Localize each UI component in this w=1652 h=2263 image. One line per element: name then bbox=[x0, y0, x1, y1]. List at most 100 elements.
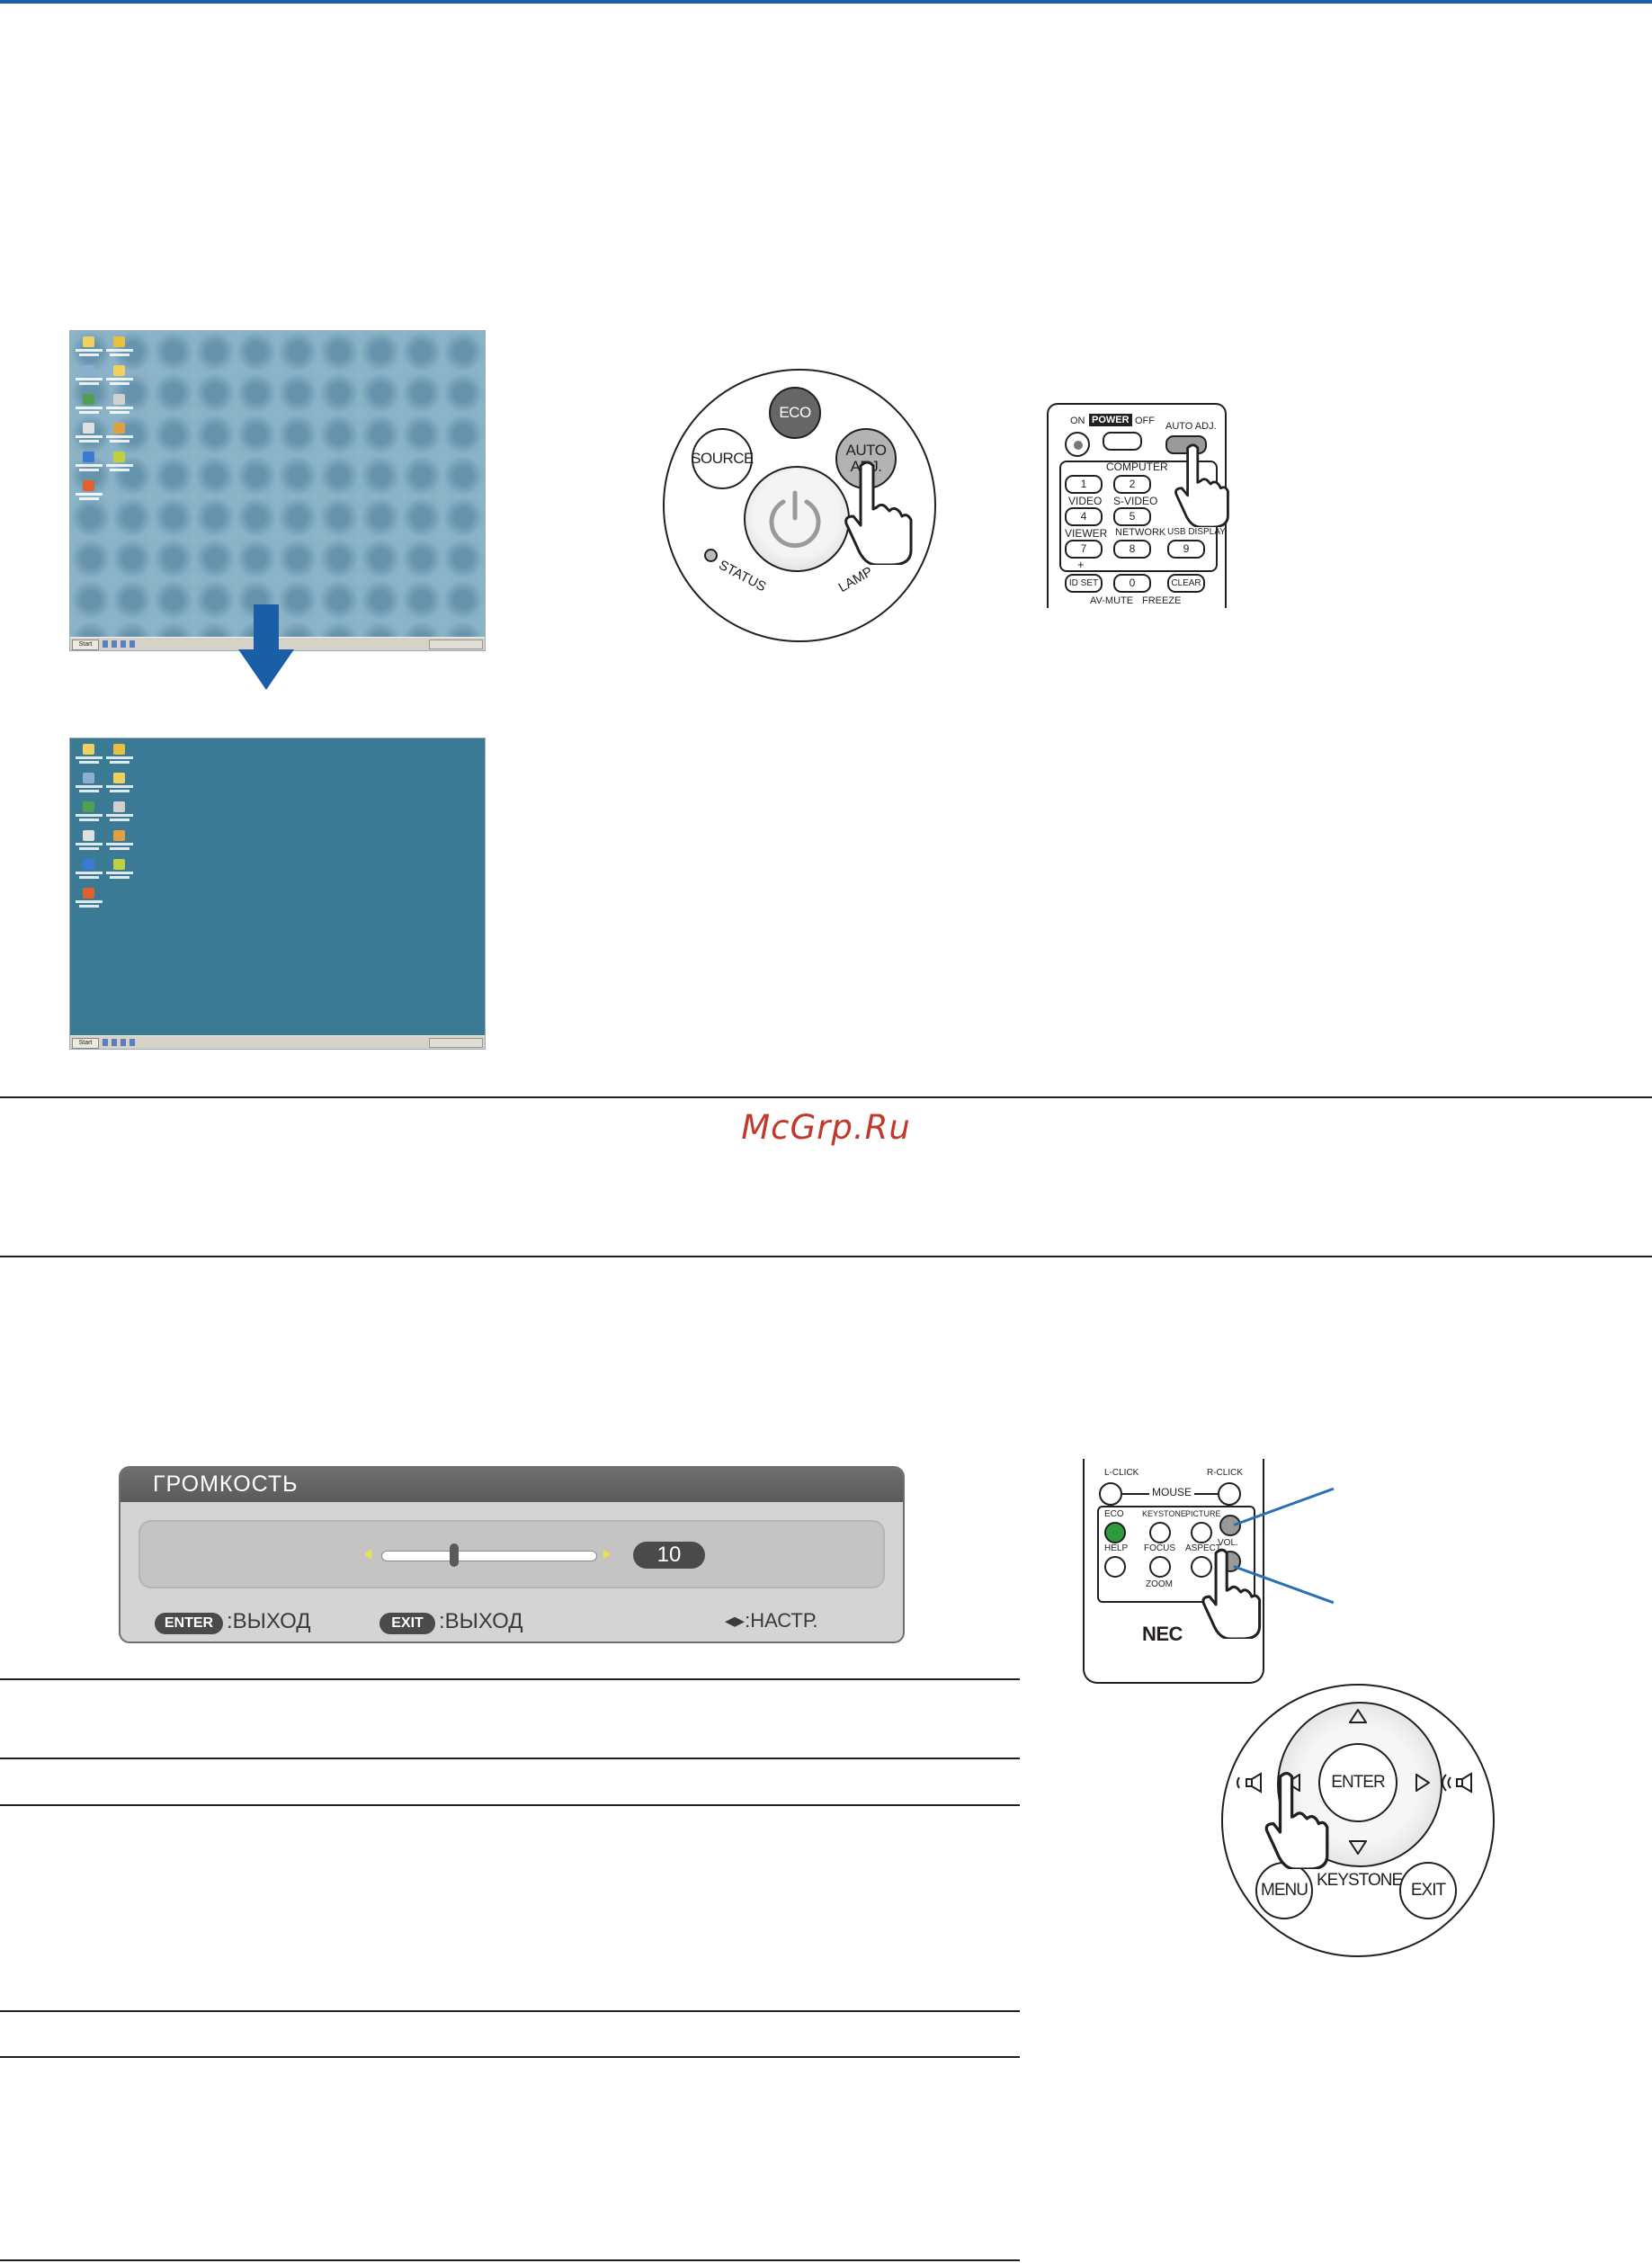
viewer-label: VIEWER bbox=[1065, 527, 1108, 540]
help-label: HELP bbox=[1104, 1543, 1129, 1553]
auto-adj-label: AUTO ADJ. bbox=[1165, 421, 1217, 432]
volume-slider[interactable] bbox=[381, 1543, 597, 1567]
help-remote-button[interactable] bbox=[1104, 1556, 1126, 1578]
source-button[interactable]: SOURCE bbox=[691, 428, 754, 489]
power-icon bbox=[769, 490, 821, 548]
key-4[interactable]: 4 bbox=[1065, 507, 1103, 526]
keystone-label: KEYSTONE bbox=[1317, 1871, 1403, 1890]
enter-button[interactable]: ENTER bbox=[1318, 1743, 1398, 1822]
table-rule bbox=[0, 1804, 1020, 1806]
network-label: NETWORK bbox=[1115, 527, 1166, 538]
section-divider bbox=[0, 1096, 1652, 1098]
desktop-icon bbox=[76, 771, 103, 798]
desktop-icon bbox=[106, 800, 133, 827]
table-rule bbox=[0, 1678, 1020, 1680]
osd-header: ГРОМКОСТЬ bbox=[121, 1468, 903, 1502]
projector-direction-pad: ENTER MENU KEYSTONE EXIT bbox=[1221, 1684, 1495, 1957]
osd-slider-area: 10 bbox=[138, 1520, 885, 1588]
desktop-icon bbox=[106, 421, 133, 448]
power-button[interactable] bbox=[744, 466, 850, 572]
focus-label: FOCUS bbox=[1144, 1543, 1175, 1553]
picture-label: PICTURE bbox=[1185, 1509, 1221, 1518]
on-label: ON bbox=[1070, 416, 1085, 426]
slider-knob[interactable] bbox=[450, 1543, 459, 1567]
volume-up-icon bbox=[1442, 1772, 1472, 1793]
desktop-screenshot-after: Start bbox=[69, 738, 486, 1050]
system-tray bbox=[429, 1038, 483, 1048]
desktop-icon bbox=[76, 335, 103, 362]
keystone-remote-button[interactable] bbox=[1149, 1522, 1171, 1543]
desktop-icon bbox=[76, 363, 103, 390]
desktop-icon bbox=[106, 450, 133, 477]
key-0[interactable]: 0 bbox=[1113, 574, 1151, 593]
section-divider bbox=[0, 1256, 1652, 1257]
remote-control-top: ON POWER OFF AUTO ADJ. COMPUTER 1 2 VIDE… bbox=[1047, 403, 1229, 608]
desktop-icon bbox=[106, 363, 133, 390]
key-8[interactable]: 8 bbox=[1113, 540, 1151, 559]
clear-button[interactable]: CLEAR bbox=[1167, 574, 1205, 593]
freeze-label: FREEZE bbox=[1142, 595, 1182, 606]
key-9[interactable]: 9 bbox=[1167, 540, 1205, 559]
desktop-icon bbox=[76, 857, 103, 884]
aspect-label: ASPECT bbox=[1185, 1543, 1222, 1553]
down-arrow-icon bbox=[238, 604, 294, 690]
enter-key-badge: ENTER bbox=[155, 1613, 223, 1634]
power-off-button[interactable] bbox=[1103, 432, 1142, 451]
desktop-screenshot-before: Start bbox=[69, 330, 486, 651]
desktop-icon bbox=[76, 392, 103, 419]
computer-label: COMPUTER bbox=[1106, 461, 1168, 473]
lamp-label: LAMP bbox=[835, 563, 876, 596]
right-triangle-icon bbox=[1415, 1774, 1430, 1792]
projector-control-panel: ECO SOURCE AUTO ADJ. STATUS LAMP bbox=[663, 369, 936, 642]
eco-remote-button[interactable] bbox=[1104, 1522, 1126, 1543]
quick-launch bbox=[103, 640, 138, 648]
video-label: VIDEO bbox=[1068, 495, 1103, 507]
focus-zoom-button[interactable] bbox=[1149, 1556, 1171, 1578]
table-rule bbox=[0, 2259, 1020, 2261]
brand-logo: NEC bbox=[1142, 1623, 1183, 1645]
taskbar: Start bbox=[70, 1035, 485, 1049]
desktop-icon bbox=[76, 479, 103, 505]
r-click-button[interactable] bbox=[1218, 1482, 1241, 1506]
osd-title: ГРОМКОСТЬ bbox=[153, 1471, 299, 1497]
desktop-icon bbox=[106, 392, 133, 419]
adjust-action-label: ◂▸:НАСТР. bbox=[725, 1609, 818, 1632]
remote-control-bottom: L-CLICK R-CLICK MOUSE ECO KEYSTONE PICTU… bbox=[1083, 1459, 1264, 1684]
exit-button[interactable]: EXIT bbox=[1399, 1862, 1457, 1919]
desktop-icon bbox=[106, 742, 133, 769]
desktop-icon bbox=[106, 828, 133, 855]
aspect-remote-button[interactable] bbox=[1191, 1556, 1212, 1578]
id-set-button[interactable]: ID SET bbox=[1065, 574, 1103, 593]
l-click-button[interactable] bbox=[1099, 1482, 1122, 1506]
start-button: Start bbox=[72, 1038, 99, 1049]
off-label: OFF bbox=[1135, 416, 1155, 426]
av-mute-label: AV-MUTE bbox=[1090, 595, 1134, 606]
menu-button[interactable]: MENU bbox=[1255, 1862, 1313, 1919]
desktop-icon bbox=[76, 450, 103, 477]
mouse-label: MOUSE bbox=[1149, 1486, 1195, 1498]
s-video-label: S-VIDEO bbox=[1113, 495, 1158, 507]
keystone-label: KEYSTONE bbox=[1142, 1509, 1186, 1518]
volume-up-button[interactable] bbox=[1219, 1515, 1241, 1536]
desktop-icon bbox=[76, 742, 103, 769]
enter-action-label: :ВЫХОД bbox=[227, 1609, 311, 1633]
eco-button[interactable]: ECO bbox=[769, 387, 821, 439]
picture-remote-button[interactable] bbox=[1191, 1522, 1212, 1543]
exit-action-label: :ВЫХОД bbox=[439, 1609, 523, 1633]
exit-key-badge: EXIT bbox=[380, 1613, 435, 1634]
quick-launch bbox=[103, 1039, 138, 1046]
desktop-icon bbox=[76, 421, 103, 448]
key-7[interactable]: 7 bbox=[1065, 540, 1103, 559]
top-blue-rule bbox=[0, 0, 1652, 4]
key-2[interactable]: 2 bbox=[1113, 475, 1151, 494]
desktop-icon bbox=[76, 828, 103, 855]
desktop-icon bbox=[106, 857, 133, 884]
key-1[interactable]: 1 bbox=[1065, 475, 1103, 494]
zoom-label: ZOOM bbox=[1146, 1579, 1173, 1589]
osd-footer: ENTER :ВЫХОД EXIT :ВЫХОД ◂▸:НАСТР. bbox=[121, 1606, 903, 1641]
desktop-icon bbox=[106, 335, 133, 362]
key-5[interactable]: 5 bbox=[1113, 507, 1151, 526]
volume-down-icon bbox=[1237, 1772, 1262, 1793]
hand-pointer-icon bbox=[1201, 1548, 1262, 1639]
desktop-icon bbox=[76, 800, 103, 827]
